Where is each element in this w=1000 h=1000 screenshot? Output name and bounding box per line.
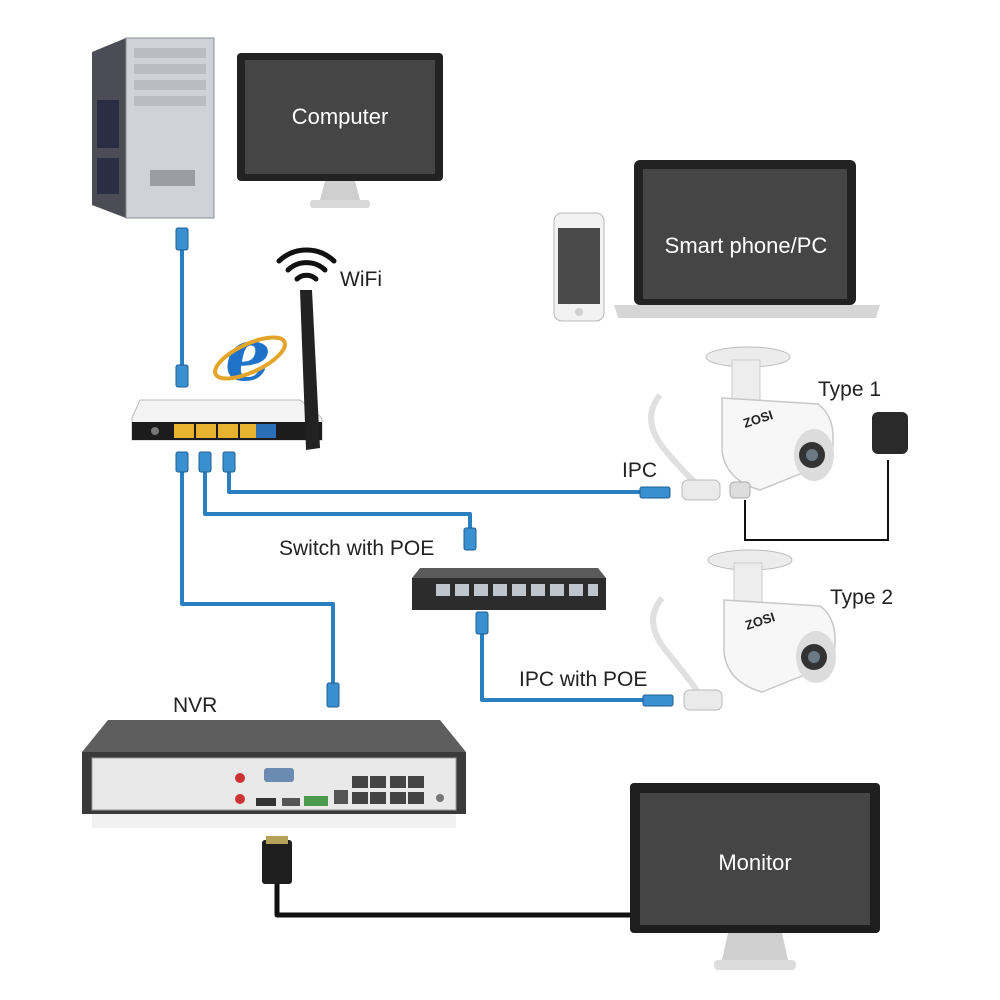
rj45-plugs [175, 227, 674, 708]
smartphone [553, 212, 605, 322]
smartphone-pc-label: Smart phone/PC [665, 233, 828, 258]
nvr-label: NVR [173, 694, 217, 717]
cable-nvr-monitor [274, 880, 640, 918]
ipc-poe-label: IPC with POE [519, 668, 647, 691]
output-monitor: Monitor [630, 783, 880, 970]
wifi-icon [276, 247, 337, 282]
cable-router-ipc [227, 460, 640, 494]
power-adapter [872, 412, 908, 454]
cable-router-switch [203, 460, 472, 540]
camera-type-2: ZOSI [650, 549, 836, 711]
internet-explorer-icon: e [213, 312, 287, 397]
type2-label: Type 2 [830, 586, 893, 609]
plug-switch-in [463, 527, 477, 551]
router-wan-port [256, 424, 276, 438]
plug-ipc [639, 486, 671, 499]
router-lan-port-3 [218, 424, 238, 438]
laptop: Smart phone/PC [614, 160, 880, 318]
svg-text:e: e [225, 312, 271, 397]
plug-switch-out [475, 611, 489, 635]
plug-router-2 [198, 451, 212, 473]
router-lan-port-1 [174, 424, 194, 438]
plug-computer [175, 227, 189, 251]
cable-router-nvr [180, 460, 335, 700]
computer-label: Computer [292, 104, 389, 129]
cable-switch-ipc-poe [480, 615, 645, 702]
vga-connector [262, 836, 292, 884]
plug-router-top [175, 364, 189, 388]
switch-poe-label: Switch with POE [279, 537, 434, 560]
camera-type-1: ZOSI [648, 346, 908, 541]
plug-router-3 [222, 451, 236, 473]
monitor-label: Monitor [718, 850, 791, 875]
computer-monitor: Computer [237, 53, 443, 208]
wifi-label: WiFi [340, 268, 382, 291]
router-lan-port-4 [240, 424, 260, 438]
plug-ipc-poe [642, 694, 674, 707]
poe-switch [412, 568, 606, 610]
router-antenna [300, 290, 320, 450]
router-lan-port-2 [196, 424, 216, 438]
nvr [82, 720, 466, 828]
desktop-tower [92, 37, 215, 219]
type1-label: Type 1 [818, 378, 881, 401]
ipc-label: IPC [622, 459, 657, 482]
plug-router-1 [175, 451, 189, 473]
router [131, 290, 323, 450]
plug-nvr [326, 682, 340, 708]
